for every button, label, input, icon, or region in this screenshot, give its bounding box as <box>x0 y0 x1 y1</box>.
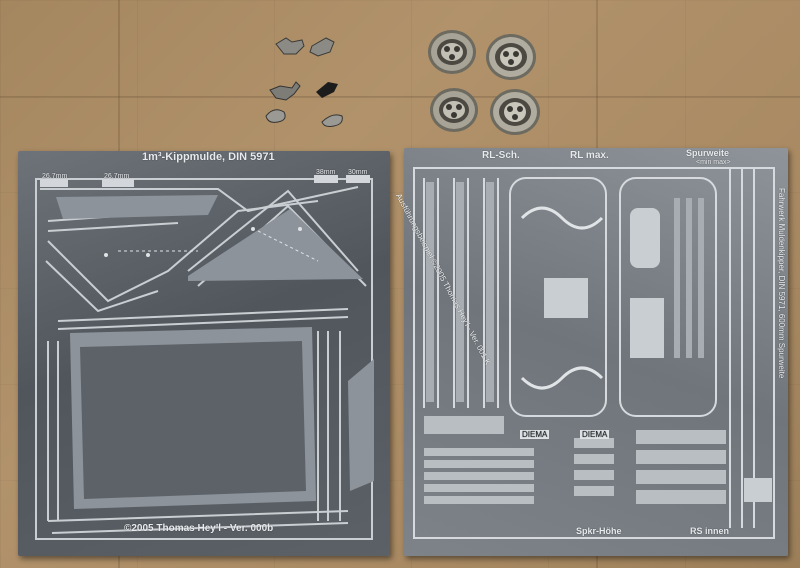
dim-label: 38mm <box>316 169 336 176</box>
side-etched-text: Fahrwerk Muldenkipper, DIN 5971, 600mm S… <box>777 188 786 379</box>
etched-parts-left <box>35 175 374 540</box>
left-sheet-title: 1m³-Kippmulde, DIN 5971 <box>142 151 275 163</box>
wheel <box>486 34 536 80</box>
etched-parts-right <box>413 167 775 539</box>
paper-fold <box>0 96 800 98</box>
dim-label: 30mm <box>348 169 368 176</box>
wheel <box>430 88 478 132</box>
etched-sheet-left: 1m³-Kippmulde, DIN 5971 26,7mm 26,7mm 38… <box>18 151 390 556</box>
label-spkr-hoehe: Spkr-Höhe <box>576 526 622 536</box>
dim-label: 26,7mm <box>104 173 130 180</box>
cast-part-hinge <box>275 37 335 57</box>
dim-label: 26,7mm <box>42 173 68 180</box>
left-sheet-footer: ©2005 Thomas Hey'l - Ver. 000b <box>124 523 274 534</box>
label-diema: DIEMA <box>580 430 610 439</box>
wheel <box>428 30 476 74</box>
wheel <box>490 89 540 135</box>
cast-part-bracket <box>265 81 343 127</box>
label-spurweite: Spurweite <box>686 148 730 158</box>
etched-sheet-right: RL-Sch. RL max. Spurweite <min max> DIEM… <box>394 148 788 556</box>
label-rl-sch: RL-Sch. <box>482 150 520 161</box>
label-diema: DIEMA <box>520 430 550 439</box>
label-minmax: <min max> <box>696 159 731 166</box>
label-rs-innen: RS innen <box>690 526 730 536</box>
label-rl-max: RL max. <box>570 150 609 161</box>
